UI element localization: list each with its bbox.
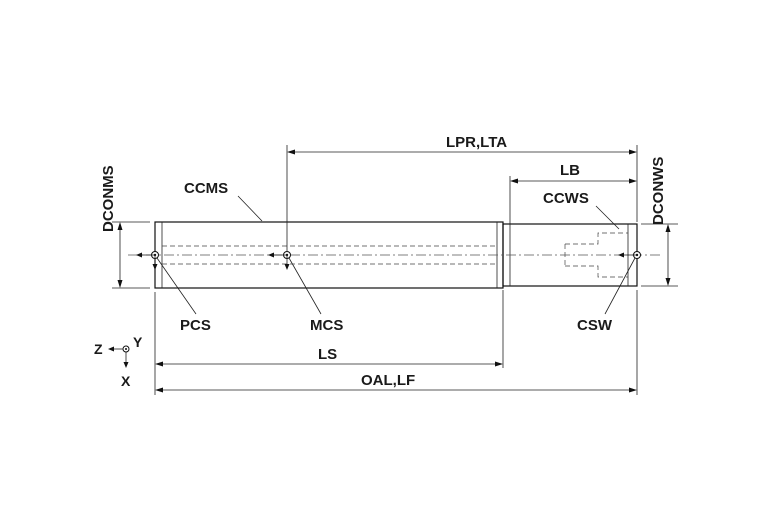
pcs-label: PCS (180, 317, 211, 334)
legend-z-label: Z (94, 341, 103, 357)
legend-x-label: X (121, 373, 131, 389)
mcs-x-arrow (284, 264, 290, 270)
oal-lf-label: OAL,LF (361, 372, 415, 389)
axis-legend: Z Y X (94, 334, 143, 389)
mcs-leader (288, 257, 322, 315)
csw-z-arrow (618, 252, 624, 258)
csw-label: CSW (577, 317, 613, 334)
pcs-leader (156, 257, 197, 315)
legend-x-arrow (123, 362, 129, 368)
ccws-leader (595, 205, 620, 230)
mcs-label: MCS (310, 317, 343, 334)
legend-y-label: Y (133, 334, 143, 350)
lb-label: LB (560, 162, 580, 179)
ccms-label: CCMS (184, 180, 228, 197)
lpr-lta-label: LPR,LTA (446, 134, 507, 151)
dconms-label: DCONMS (100, 165, 117, 232)
pcs-z-arrow (136, 252, 142, 258)
bore-bottom-hidden (565, 265, 628, 278)
ls-label: LS (318, 346, 337, 363)
ccms-leader (237, 195, 263, 222)
dconws-label: DCONWS (650, 157, 667, 225)
pcs-x-arrow (152, 264, 158, 270)
mcs-z-arrow (268, 252, 274, 258)
legend-z-arrow (108, 346, 114, 352)
ccws-label: CCWS (543, 190, 589, 207)
csw-leader (604, 257, 636, 315)
bore-top-hidden (565, 232, 628, 245)
